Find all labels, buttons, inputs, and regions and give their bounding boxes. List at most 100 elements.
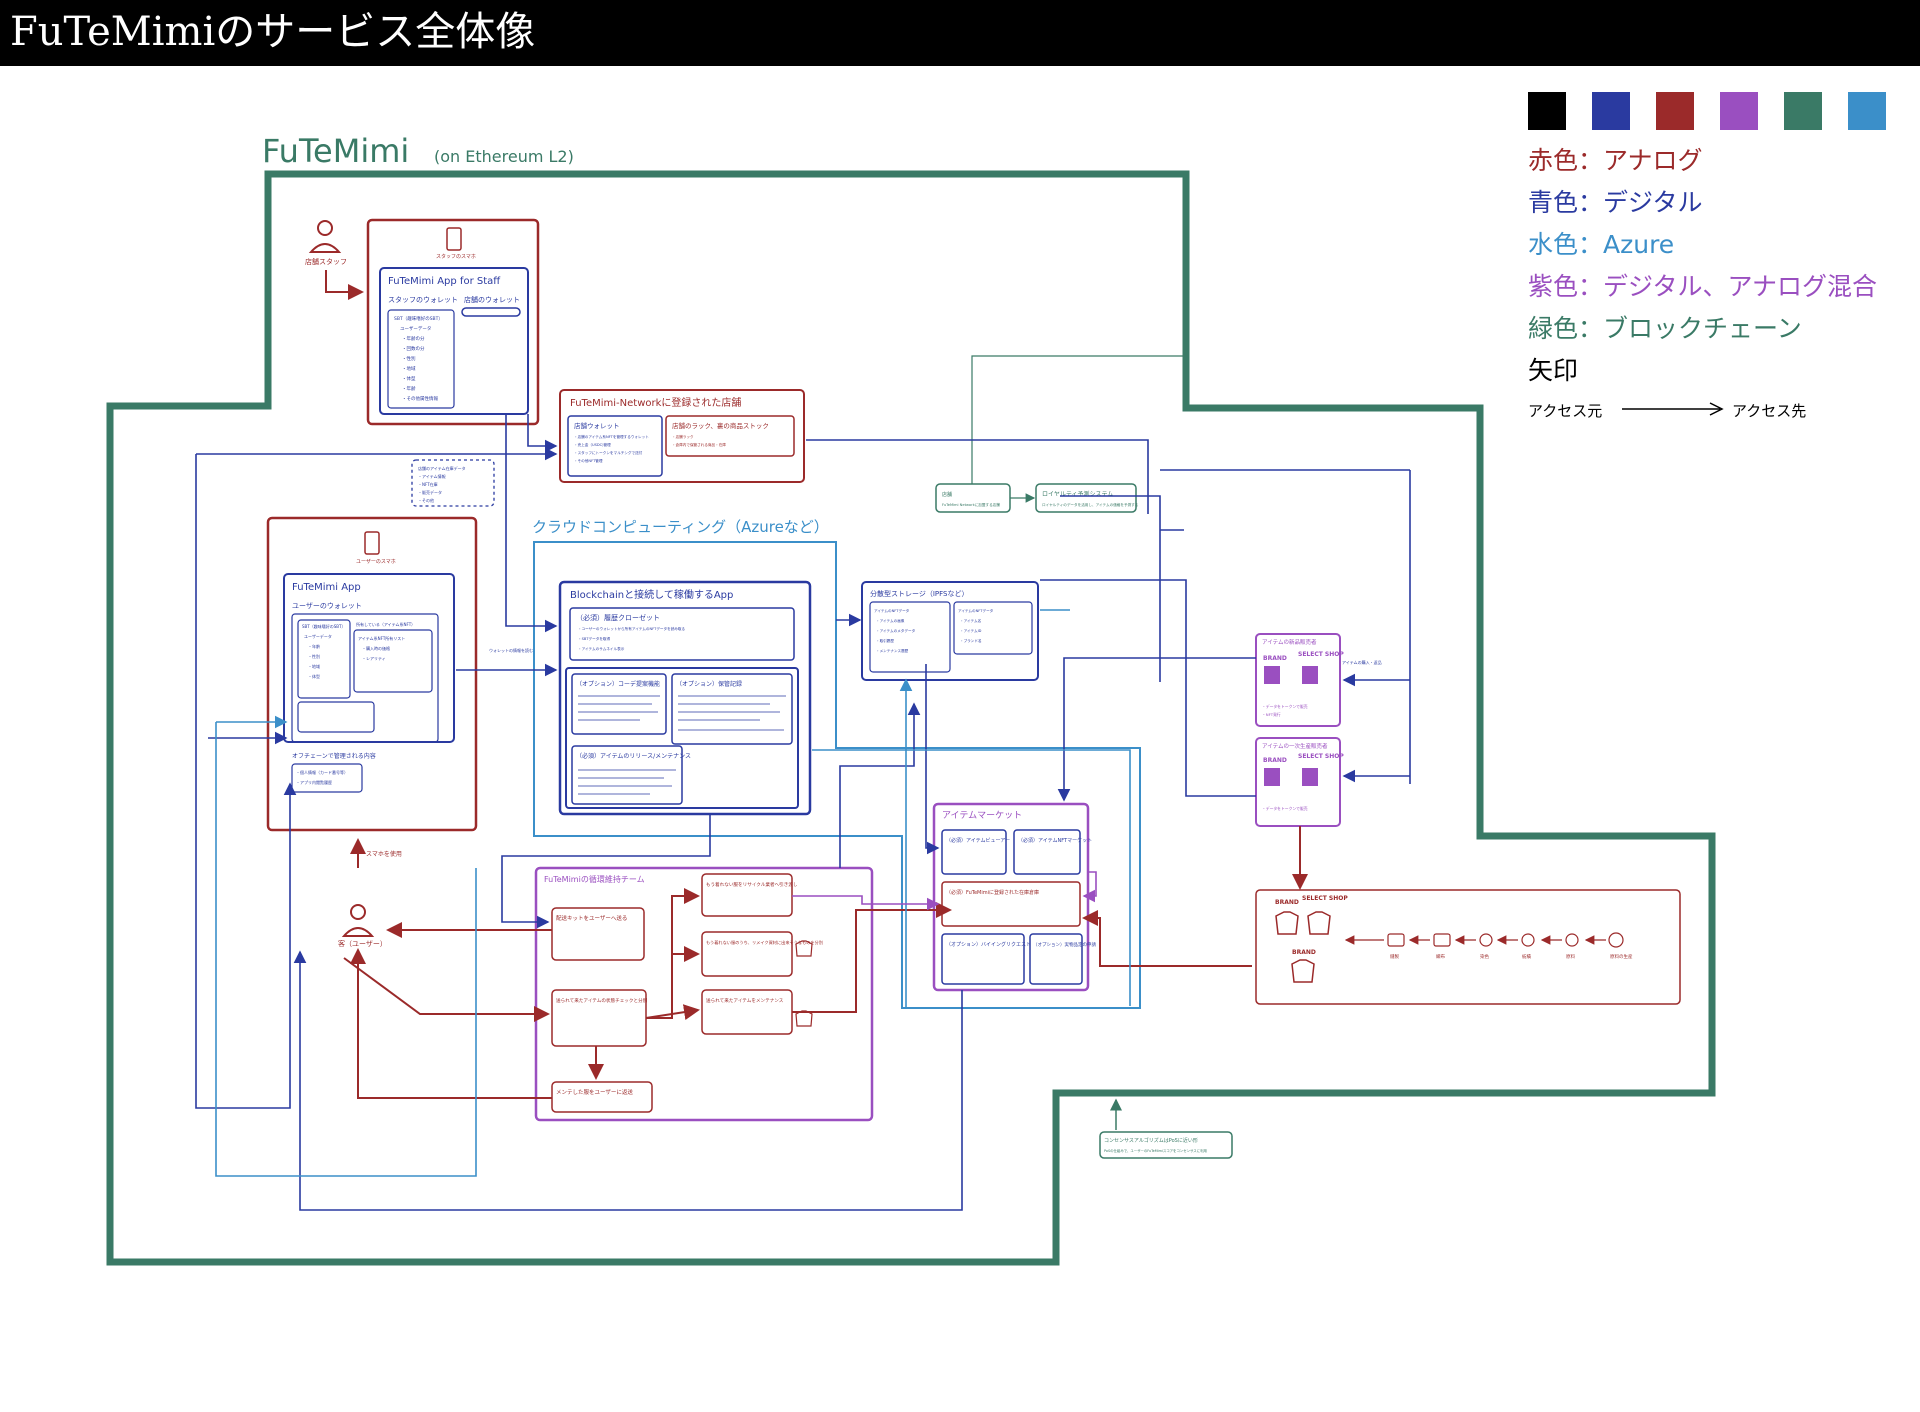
jacket-icon <box>795 940 813 1027</box>
store-rack-title: 店舗のラック、裏の商品ストック <box>672 421 769 430</box>
staff-phone-label: スタッフのスマホ <box>436 253 476 260</box>
supply-step: 染色 <box>1480 953 1489 960</box>
user-sbt-item: ユーザーデータ <box>304 633 332 639</box>
inventory-note-item: ・販売データ <box>418 489 442 495</box>
store-wallet-item: ・スタッフにトークンをマルチシグで送付 <box>574 450 643 455</box>
item-viewer-box <box>941 829 1007 875</box>
swatch-purple <box>1720 92 1758 130</box>
storage-col1-item: アイテムのNFTデータ <box>874 608 910 613</box>
producers-caption: ・データをトークンで販売 <box>1262 806 1308 811</box>
diagram-canvas: FuTeMimi (on Ethereum L2) 店舗スタッフ スタッフのスマ… <box>0 66 1920 1408</box>
supply-brand-2: BRAND <box>1292 949 1316 956</box>
storage-col2-item: ・アイテムID <box>960 628 982 633</box>
item-market-title: アイテムマーケット <box>942 810 1022 821</box>
legend-arrow-target: アクセス先 <box>1732 402 1807 420</box>
coordinate-box <box>571 673 667 735</box>
brand-label: BRAND <box>1263 757 1287 764</box>
loyalty-system-text: ロイヤルティのデータを活用し、アイテムの価格を予測する <box>1042 502 1139 507</box>
recycle-box <box>701 873 793 917</box>
sellers-caption: ・データをトークンで販売 <box>1262 704 1308 709</box>
legend-swatches <box>1528 92 1908 130</box>
buying-request-title: （オプション）バイイングリクエスト <box>946 941 1031 948</box>
new-item-sellers-box <box>1255 633 1341 727</box>
legend-mixed: 紫色：デジタル、アナログ混合 <box>1528 272 1878 301</box>
nft-market-title: （必須）アイテムNFTマーケット <box>1018 837 1092 844</box>
storage-col1-item: ・メンテナンス履歴 <box>876 648 909 653</box>
store-wallet-item: ・売上金（USDC)管理 <box>574 442 611 447</box>
network-boundary <box>106 170 1716 1266</box>
closet-item: ・アイテムのサムネイル表示 <box>578 646 625 651</box>
user-sbt-item: ・性別 <box>308 653 320 659</box>
offchain-item: ・個人情報（カード番号等） <box>296 769 348 775</box>
staff-person-label: 店舗スタッフ <box>305 257 347 266</box>
inventory-box <box>941 881 1081 927</box>
kit-title: 配送キットをユーザーへ送る <box>556 914 627 922</box>
supply-brand: BRAND <box>1275 899 1299 906</box>
storage-col1-item: ・取引履歴 <box>876 638 894 643</box>
staff-sbt-box <box>387 309 455 409</box>
legend-arrow: アクセス元 アクセス先 <box>1528 396 1908 426</box>
supply-step: 原料の生産 <box>1610 953 1633 960</box>
buying-request-box <box>941 933 1025 985</box>
loyalty-system-title: ロイヤルティ予測システム <box>1042 490 1113 498</box>
staff-item: ・性別 <box>402 355 416 362</box>
remake-title: もう着れない服のうち、リメイク資材に出来そうなものを分別 <box>706 939 823 946</box>
inventory-data-note <box>411 459 495 507</box>
wallet-link-note: ウォレットの情報を読む <box>489 647 533 653</box>
select-shop-label: SELECT SHOP <box>1298 753 1344 760</box>
swatch-green <box>1784 92 1822 130</box>
supply-chain-box <box>1255 889 1681 1005</box>
jacket-icon <box>1275 911 1331 983</box>
staff-phone-box <box>366 218 540 426</box>
staff-item: ユーザーデータ <box>400 325 431 332</box>
coordinate-title: （オプション）コーデ提案機能 <box>576 680 660 688</box>
maintenance-title: FuTeMimiの循環維持チーム <box>544 874 645 884</box>
network-subtitle: (on Ethereum L2) <box>434 147 574 166</box>
closet-title: （必須）履歴クローゼット <box>576 613 660 622</box>
user-phone-label: ユーザーのスマホ <box>356 559 396 565</box>
store-rack-box <box>665 415 795 457</box>
network-title: FuTeMimi <box>262 132 409 170</box>
supply-step: 原料 <box>1566 953 1575 960</box>
offchain-item: ・アプリ内閲覧履歴 <box>296 779 332 785</box>
mend-title: 送られて来たアイテムをメンテナンス <box>706 997 784 1004</box>
smartphone-icon <box>446 227 462 251</box>
brand-label: BRAND <box>1263 655 1287 662</box>
supply-step: 織布 <box>1436 953 1445 960</box>
supply-step: 縫製 <box>1390 953 1399 960</box>
cloud-boundary <box>533 541 1141 1009</box>
legend-analog: 赤色：アナログ <box>1528 146 1703 175</box>
store-wallet-label: 店舗のウォレット <box>464 295 520 304</box>
legend-arrow-title: 矢印 <box>1528 356 1579 385</box>
supply-step-icons <box>1387 932 1624 948</box>
user-phone-box <box>266 516 478 832</box>
phone-use-caption: スマホを使用 <box>366 850 402 858</box>
supply-select: SELECT SHOP <box>1302 895 1348 902</box>
store-wallet-item: ・その他NFT管理 <box>574 458 603 463</box>
store-rack-item: ・店舗ラック <box>672 434 694 439</box>
remake-box <box>701 931 793 977</box>
nft-market-box <box>1013 829 1081 875</box>
blockchain-app-title: Blockchainと接続して稼働するApp <box>570 588 733 601</box>
storage-col2-item: ・ブランド名 <box>960 638 982 643</box>
user-sbt-item: ・地域 <box>308 663 320 669</box>
inventory-note-item: ・アイテム情報 <box>418 473 446 479</box>
staff-item: ・地域 <box>402 365 416 372</box>
registered-stores-title: FuTeMimi-Networkに登録された店舗 <box>570 396 741 409</box>
staff-item: ・体型 <box>402 375 416 382</box>
user-wallet-label: ユーザーのウォレット <box>292 602 362 610</box>
swatch-blue <box>1592 92 1630 130</box>
architecture-diagram: FuTeMimi (on Ethereum L2) 店舗スタッフ スタッフのスマ… <box>106 132 1716 1266</box>
consensus-sub: PoSの仕組みで、ユーザーのFuTeMimiスコアをコンセンサスに利用 <box>1104 1148 1207 1153</box>
inventory-note-item: 店舗のアイテム在庫データ <box>418 465 466 471</box>
storage-col2-item: アイテムのNFTデータ <box>958 608 994 613</box>
swatch-lightblue <box>1848 92 1886 130</box>
supply-step: 紡績 <box>1522 953 1531 960</box>
primary-producers-title: アイテムの一次生産販売者 <box>1262 742 1328 750</box>
user-nft-item: ・レアリティ <box>362 655 386 661</box>
store-node-title: 店舗 <box>942 491 952 498</box>
color-legend: 赤色：アナログ 青色：デジタル 水色：Azure 紫色：デジタル、アナログ混合 … <box>1528 92 1908 426</box>
storage-col1-item: ・アイテムの画像 <box>876 618 905 623</box>
staff-wallet-label: スタッフのウォレット <box>388 295 458 304</box>
storage-box <box>861 581 1039 681</box>
